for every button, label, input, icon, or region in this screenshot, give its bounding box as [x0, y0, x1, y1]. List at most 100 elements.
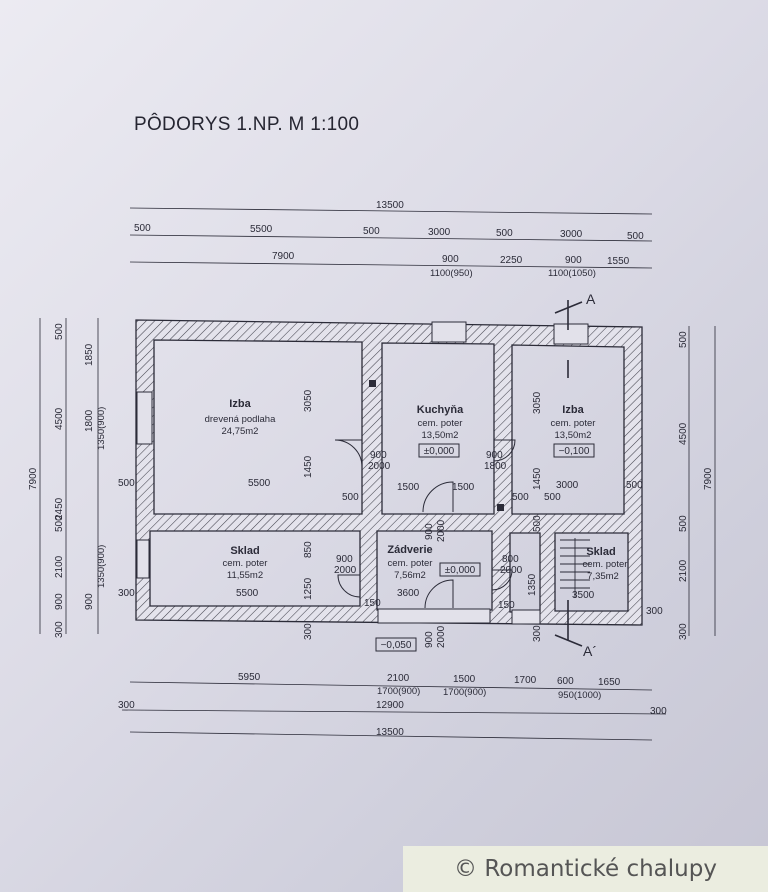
svg-text:12900: 12900 [376, 700, 404, 711]
svg-text:1250: 1250 [303, 577, 314, 600]
chimney-marker-2 [497, 504, 504, 511]
svg-text:500: 500 [342, 492, 359, 503]
svg-text:950(1000): 950(1000) [558, 690, 601, 701]
section-line [554, 300, 583, 647]
svg-text:11,55m2: 11,55m2 [227, 570, 263, 581]
svg-text:1500: 1500 [453, 674, 476, 685]
svg-text:cem. poter: cem. poter [418, 418, 463, 429]
svg-text:2000: 2000 [368, 461, 391, 472]
dimension-lines [39, 207, 716, 741]
svg-text:5500: 5500 [250, 224, 273, 235]
svg-text:2250: 2250 [500, 255, 523, 266]
svg-text:900: 900 [336, 554, 353, 565]
svg-text:±0,000: ±0,000 [445, 565, 476, 576]
svg-text:300: 300 [678, 623, 689, 640]
svg-text:900: 900 [84, 593, 95, 610]
svg-text:600: 600 [557, 676, 574, 687]
svg-text:2450: 2450 [54, 497, 65, 520]
svg-text:±0,000: ±0,000 [424, 446, 455, 457]
svg-text:1650: 1650 [598, 677, 621, 688]
svg-text:1350(900): 1350(900) [96, 407, 107, 450]
svg-text:150: 150 [498, 600, 515, 611]
svg-text:7900: 7900 [272, 251, 295, 262]
svg-text:Zádverie: Zádverie [387, 544, 432, 556]
svg-text:Izba: Izba [229, 398, 251, 410]
svg-text:300: 300 [646, 606, 663, 617]
window-top-room [553, 323, 589, 345]
svg-text:13500: 13500 [376, 727, 404, 738]
svg-text:4500: 4500 [678, 422, 689, 445]
svg-text:3600: 3600 [397, 588, 420, 599]
door-swing-3 [493, 439, 516, 462]
window-top-kitchen [431, 321, 467, 343]
svg-text:500: 500 [54, 323, 65, 340]
svg-text:500: 500 [54, 515, 65, 532]
svg-text:900: 900 [565, 255, 582, 266]
svg-text:500: 500 [134, 223, 151, 234]
watermark: © Romantické chalupy [403, 846, 768, 892]
svg-text:1350: 1350 [527, 573, 538, 596]
svg-text:3000: 3000 [556, 480, 579, 491]
svg-text:7900: 7900 [28, 467, 39, 490]
svg-text:1500: 1500 [397, 482, 420, 493]
svg-text:5500: 5500 [236, 588, 259, 599]
svg-text:500: 500 [532, 515, 543, 532]
door-swing-5 [424, 579, 454, 609]
svg-text:2100: 2100 [387, 673, 410, 684]
svg-text:2000: 2000 [436, 625, 447, 648]
svg-text:500: 500 [544, 492, 561, 503]
window-left-room [136, 391, 153, 445]
svg-text:900: 900 [54, 593, 65, 610]
svg-text:300: 300 [118, 700, 135, 711]
svg-text:1450: 1450 [303, 455, 314, 478]
svg-text:3000: 3000 [560, 229, 583, 240]
svg-text:Izba: Izba [562, 404, 584, 416]
window-left-storage [136, 539, 150, 579]
svg-text:1450: 1450 [532, 467, 543, 490]
svg-text:cem. poter: cem. poter [583, 559, 628, 570]
door-swing-4 [337, 574, 361, 598]
svg-text:−0,050: −0,050 [381, 640, 412, 651]
svg-text:1500: 1500 [452, 482, 475, 493]
svg-text:300: 300 [54, 621, 65, 638]
svg-text:300: 300 [118, 588, 135, 599]
svg-text:150: 150 [364, 598, 381, 609]
walls [135, 319, 643, 626]
svg-text:900: 900 [424, 523, 435, 540]
svg-text:cem. poter: cem. poter [223, 558, 268, 569]
svg-text:3050: 3050 [303, 389, 314, 412]
svg-text:1100(950): 1100(950) [430, 268, 473, 279]
svg-text:3000: 3000 [428, 227, 451, 238]
svg-text:3050: 3050 [532, 391, 543, 414]
svg-text:500: 500 [118, 478, 135, 489]
svg-text:850: 850 [303, 541, 314, 558]
room-sklad-2: Sklad cem. poter 7,35m2 [583, 546, 628, 582]
svg-text:1100(1050): 1100(1050) [548, 268, 596, 279]
svg-text:1700(900): 1700(900) [443, 687, 486, 698]
svg-text:500: 500 [363, 226, 380, 237]
door-swing-6 [491, 569, 513, 591]
svg-text:2000: 2000 [500, 565, 523, 576]
svg-text:cem. poter: cem. poter [551, 418, 596, 429]
svg-text:500: 500 [496, 228, 513, 239]
svg-text:7900: 7900 [703, 467, 714, 490]
svg-text:5500: 5500 [248, 478, 271, 489]
section-label-bottom: A´ [583, 643, 597, 659]
svg-text:2000: 2000 [436, 519, 447, 542]
svg-text:300: 300 [303, 623, 314, 640]
svg-text:2100: 2100 [54, 555, 65, 578]
svg-text:300: 300 [650, 706, 667, 717]
door-swing-2 [422, 481, 454, 513]
room-sklad-1: Sklad cem. poter 11,55m2 [223, 545, 268, 581]
chimney-marker-1 [369, 380, 376, 387]
room-izba-1: Izba drevená podlaha 24,75m2 [205, 398, 276, 437]
svg-text:1350(900): 1350(900) [96, 545, 107, 588]
room-kuchyna: Kuchyňa cem. poter 13,50m2 ±0,000 [417, 404, 464, 458]
entrance-level: −0,050 [375, 637, 417, 652]
outer-walls [135, 319, 643, 626]
svg-text:Kuchyňa: Kuchyňa [417, 404, 464, 416]
svg-text:Sklad: Sklad [230, 545, 259, 557]
svg-text:500: 500 [678, 515, 689, 532]
svg-text:500: 500 [627, 231, 644, 242]
